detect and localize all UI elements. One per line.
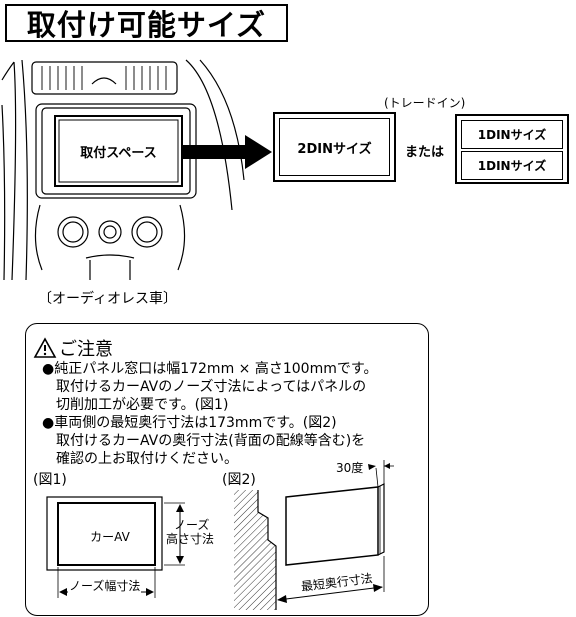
right-arrow-icon xyxy=(182,135,272,169)
fig2-gap-label: 30度 xyxy=(336,461,364,475)
fig1-height-label-line1: ノーズ xyxy=(174,518,210,532)
caution-point2-line3: 確認の上お取付けください。 xyxy=(56,451,238,467)
single-din-label-top: 1DINサイズ xyxy=(461,120,563,149)
double-din-box: 2DINサイズ xyxy=(273,112,396,182)
fig2-diagram xyxy=(234,460,394,610)
single-din-label-bottom: 1DINサイズ xyxy=(461,151,563,180)
caution-title: ご注意 xyxy=(59,339,113,360)
car-type-label: 〔オーディオレス車〕 xyxy=(38,291,178,307)
caution-panel xyxy=(25,323,429,616)
fig1-label: (図1) xyxy=(33,472,67,488)
caution-point1-line1: ●純正パネル窓口は幅172mm × 高さ100mmです。 xyxy=(42,361,378,377)
mount-space-label: 取付スペース xyxy=(80,145,157,161)
caution-point2-line2: 取付けるカーAVの奥行寸法(背面の配線等含む)を xyxy=(56,433,366,449)
fig1-diagram xyxy=(46,496,185,598)
fig1-unit-label: カーAV xyxy=(90,530,130,544)
single-din-stack: 1DINサイズ 1DINサイズ xyxy=(455,114,569,184)
double-din-label: 2DINサイズ xyxy=(279,118,390,176)
caution-point1-line2: 取付けるカーAVのノーズ寸法によってはパネルの xyxy=(56,379,367,395)
fig1-height-label: ノーズ 高さ寸法 xyxy=(166,518,214,546)
caution-heading: ご注意 xyxy=(33,335,113,361)
warning-icon xyxy=(33,337,57,358)
fig2-label: (図2) xyxy=(222,472,256,488)
or-label: または xyxy=(405,145,445,160)
caution-point1-line3: 切削加工が必要です。(図1) xyxy=(56,397,229,413)
page-title: 取付け可能サイズ xyxy=(5,4,288,42)
tray-in-label: (トレードイン) xyxy=(384,96,466,110)
caution-point2-line1: ●車両側の最短奥行寸法は173mmです。(図2) xyxy=(42,415,337,431)
fig1-width-label: ノーズ幅寸法 xyxy=(68,577,142,594)
fig1-height-label-line2: 高さ寸法 xyxy=(166,532,215,546)
